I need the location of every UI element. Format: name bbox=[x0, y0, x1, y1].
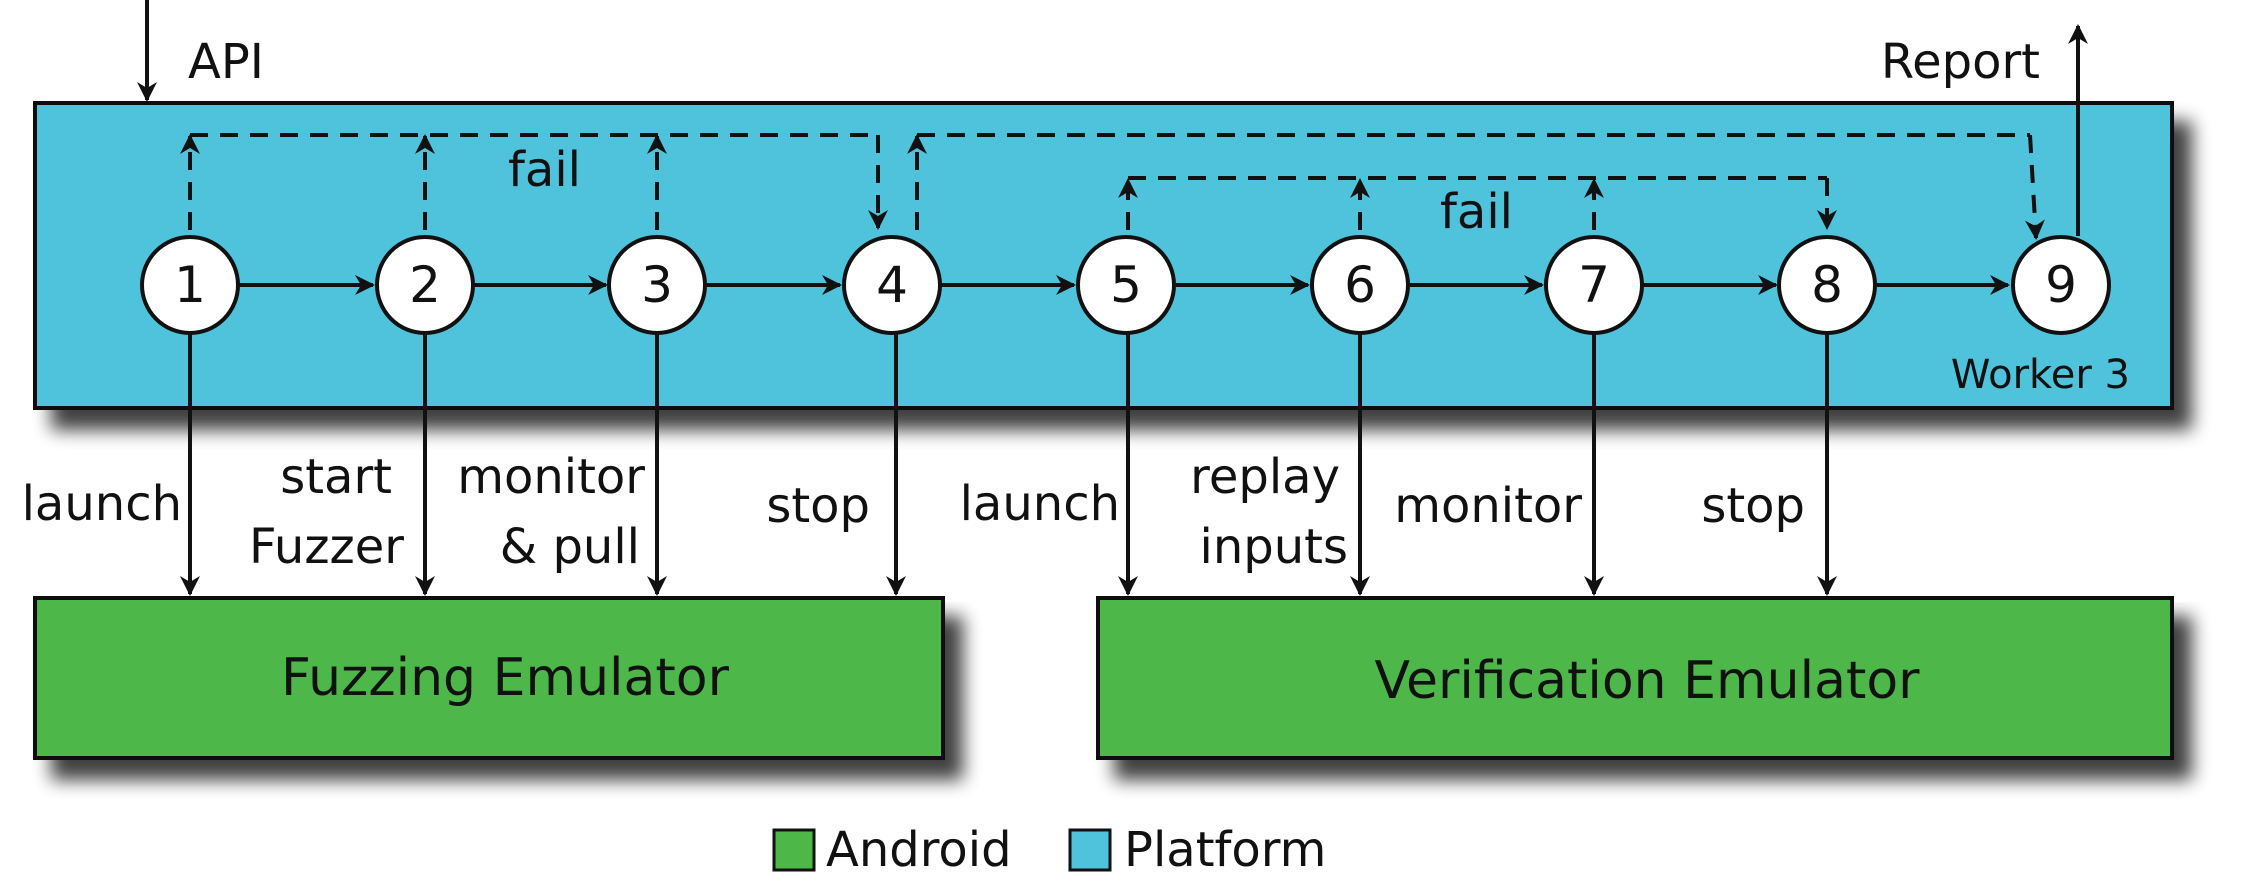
node-1-label: 1 bbox=[174, 256, 206, 314]
node-3: 3 bbox=[607, 235, 707, 335]
fail-label-2: fail bbox=[1440, 184, 1513, 240]
api-label: API bbox=[188, 34, 264, 90]
action-monitor-verification: monitor bbox=[1394, 478, 1582, 534]
node-8-label: 8 bbox=[1811, 256, 1843, 314]
node-4-label: 4 bbox=[876, 256, 908, 314]
node-6: 6 bbox=[1310, 235, 1410, 335]
action-monitor-pull-line1: monitor bbox=[457, 449, 645, 505]
node-5: 5 bbox=[1076, 235, 1176, 335]
node-4: 4 bbox=[842, 235, 942, 335]
action-monitor-pull-line2: & pull bbox=[500, 519, 640, 575]
fuzzing-emulator-box bbox=[33, 596, 945, 760]
action-launch-fuzzing: launch bbox=[22, 476, 182, 532]
node-2-label: 2 bbox=[409, 256, 441, 314]
fail-paths-fuzzing bbox=[180, 133, 2045, 240]
action-replay-inputs-line1: replay bbox=[1190, 449, 1340, 505]
emulator-arrows bbox=[180, 334, 1837, 596]
action-stop-fuzzing: stop bbox=[766, 478, 870, 534]
node-5-label: 5 bbox=[1110, 256, 1142, 314]
legend-platform-label: Platform bbox=[1124, 822, 1326, 878]
fuzzing-emulator-label: Fuzzing Emulator bbox=[281, 648, 730, 708]
action-replay-inputs-line2: inputs bbox=[1200, 519, 1348, 575]
fail-label-1: fail bbox=[508, 142, 581, 198]
node-7-label: 7 bbox=[1578, 256, 1610, 314]
node-1: 1 bbox=[140, 235, 240, 335]
legend-platform-swatch bbox=[1068, 828, 1112, 872]
legend: Android Platform bbox=[772, 822, 1326, 878]
verification-emulator-box bbox=[1096, 596, 2174, 760]
action-start-fuzzer-line2: Fuzzer bbox=[249, 519, 404, 575]
node-9-label: 9 bbox=[2045, 256, 2077, 314]
node-9: 9 bbox=[2011, 235, 2111, 335]
worker-label: Worker 3 bbox=[1951, 352, 2130, 398]
legend-android-label: Android bbox=[826, 822, 1012, 878]
verification-emulator-label: Verification Emulator bbox=[1374, 651, 1920, 711]
action-stop-verification: stop bbox=[1701, 478, 1805, 534]
fail-paths-verification bbox=[1118, 176, 1837, 230]
node-3-label: 3 bbox=[641, 256, 673, 314]
node-6-label: 6 bbox=[1344, 256, 1376, 314]
node-7: 7 bbox=[1544, 235, 1644, 335]
node-8: 8 bbox=[1777, 235, 1877, 335]
action-start-fuzzer-line1: start bbox=[280, 449, 392, 505]
report-label: Report bbox=[1881, 34, 2040, 90]
action-launch-verification: launch bbox=[960, 476, 1120, 532]
legend-android-swatch bbox=[772, 828, 816, 872]
node-2: 2 bbox=[375, 235, 475, 335]
